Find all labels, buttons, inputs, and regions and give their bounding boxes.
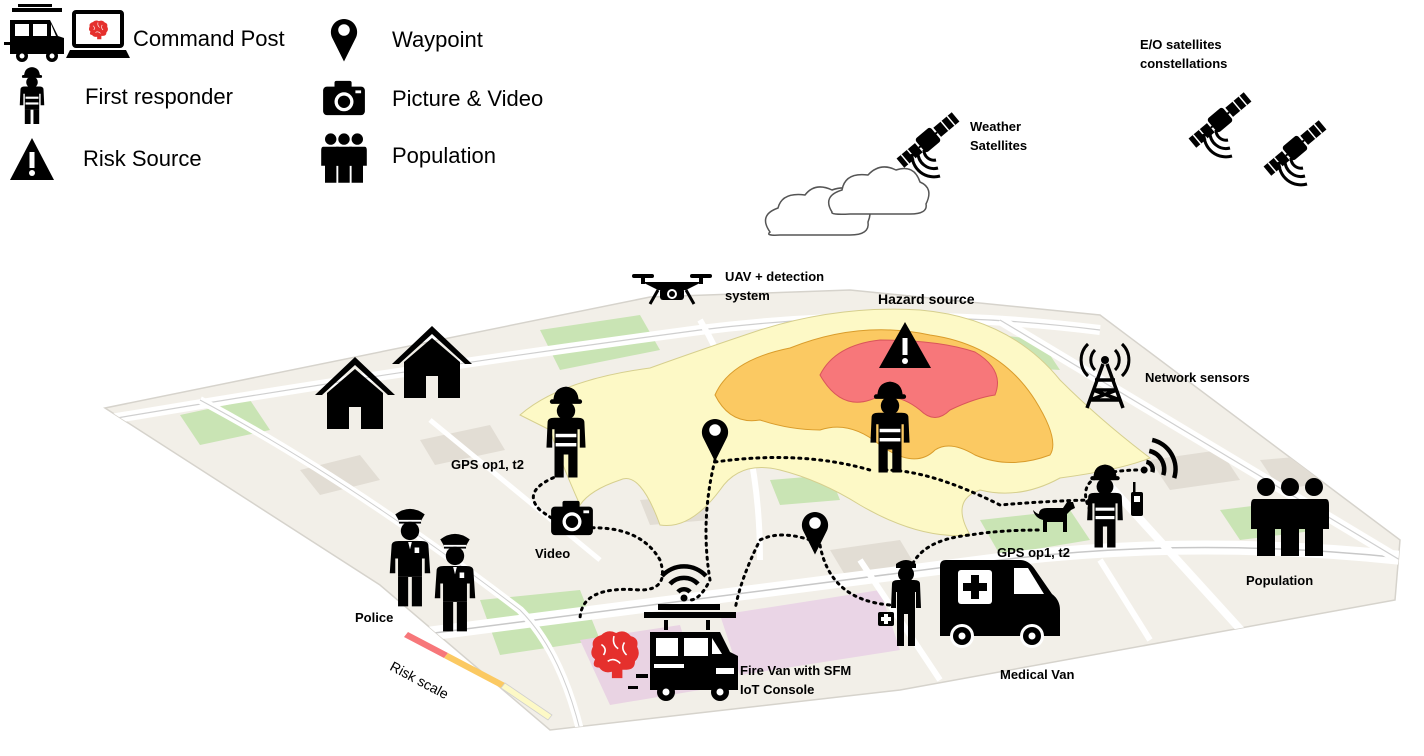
population-icon [1251, 478, 1329, 556]
eo-satellite-icon [1185, 88, 1255, 159]
legend-picture-video: Picture & Video [392, 86, 544, 111]
population-map-label: Population [1246, 573, 1314, 588]
network-sensors-label: Network sensors [1145, 370, 1250, 385]
legend-population: Population [392, 143, 496, 168]
dog-icon [1033, 502, 1075, 532]
population-icon [321, 133, 367, 183]
laptop-brain-icon [66, 10, 130, 58]
legend-first-responder: First responder [85, 84, 233, 109]
hazard-source-label: Hazard source [878, 291, 975, 307]
drone-icon [632, 274, 712, 305]
video-label: Video [535, 546, 571, 561]
radio-tower-icon [1079, 342, 1131, 409]
warning-triangle-icon [10, 138, 54, 180]
gps-label-right: GPS op1, t2 [997, 545, 1070, 560]
medical-van-label: Medical Van [1000, 667, 1075, 682]
legend-command-post: Command Post [133, 26, 285, 51]
weather-satellite-icon [893, 108, 963, 179]
route-paths [531, 456, 1142, 622]
legend-risk-source: Risk Source [83, 146, 202, 171]
camera-icon [323, 80, 365, 116]
map-pin-icon [330, 19, 358, 62]
gps-label-left: GPS op1, t2 [451, 457, 524, 472]
hazard-warning-icon [879, 322, 931, 368]
cloud-icon [764, 166, 930, 236]
eo-satellite-icon [1260, 116, 1330, 187]
legend-waypoint: Waypoint [392, 27, 483, 52]
hazard-zone-inner [819, 339, 998, 418]
fire-van-icon [4, 4, 64, 62]
medical-van-icon [940, 560, 1060, 648]
fire-van-icon [628, 604, 738, 701]
risk-scale-bar [404, 632, 553, 721]
first-responder-icon [19, 67, 45, 124]
paramedic-icon [878, 560, 921, 646]
radio-icon [1131, 482, 1143, 516]
police-label: Police [355, 610, 394, 625]
